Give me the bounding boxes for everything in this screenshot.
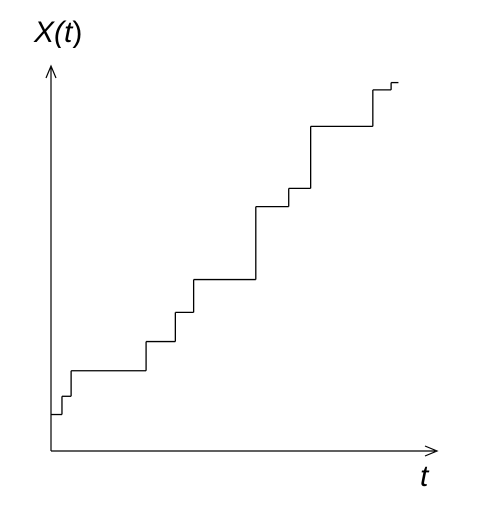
y-axis-arrowhead [45,64,57,79]
x-axis-arrowhead [424,445,439,457]
series-layer [51,81,399,416]
x-axis-label: t [420,460,430,493]
y-axis-label: X(t) [33,16,82,49]
